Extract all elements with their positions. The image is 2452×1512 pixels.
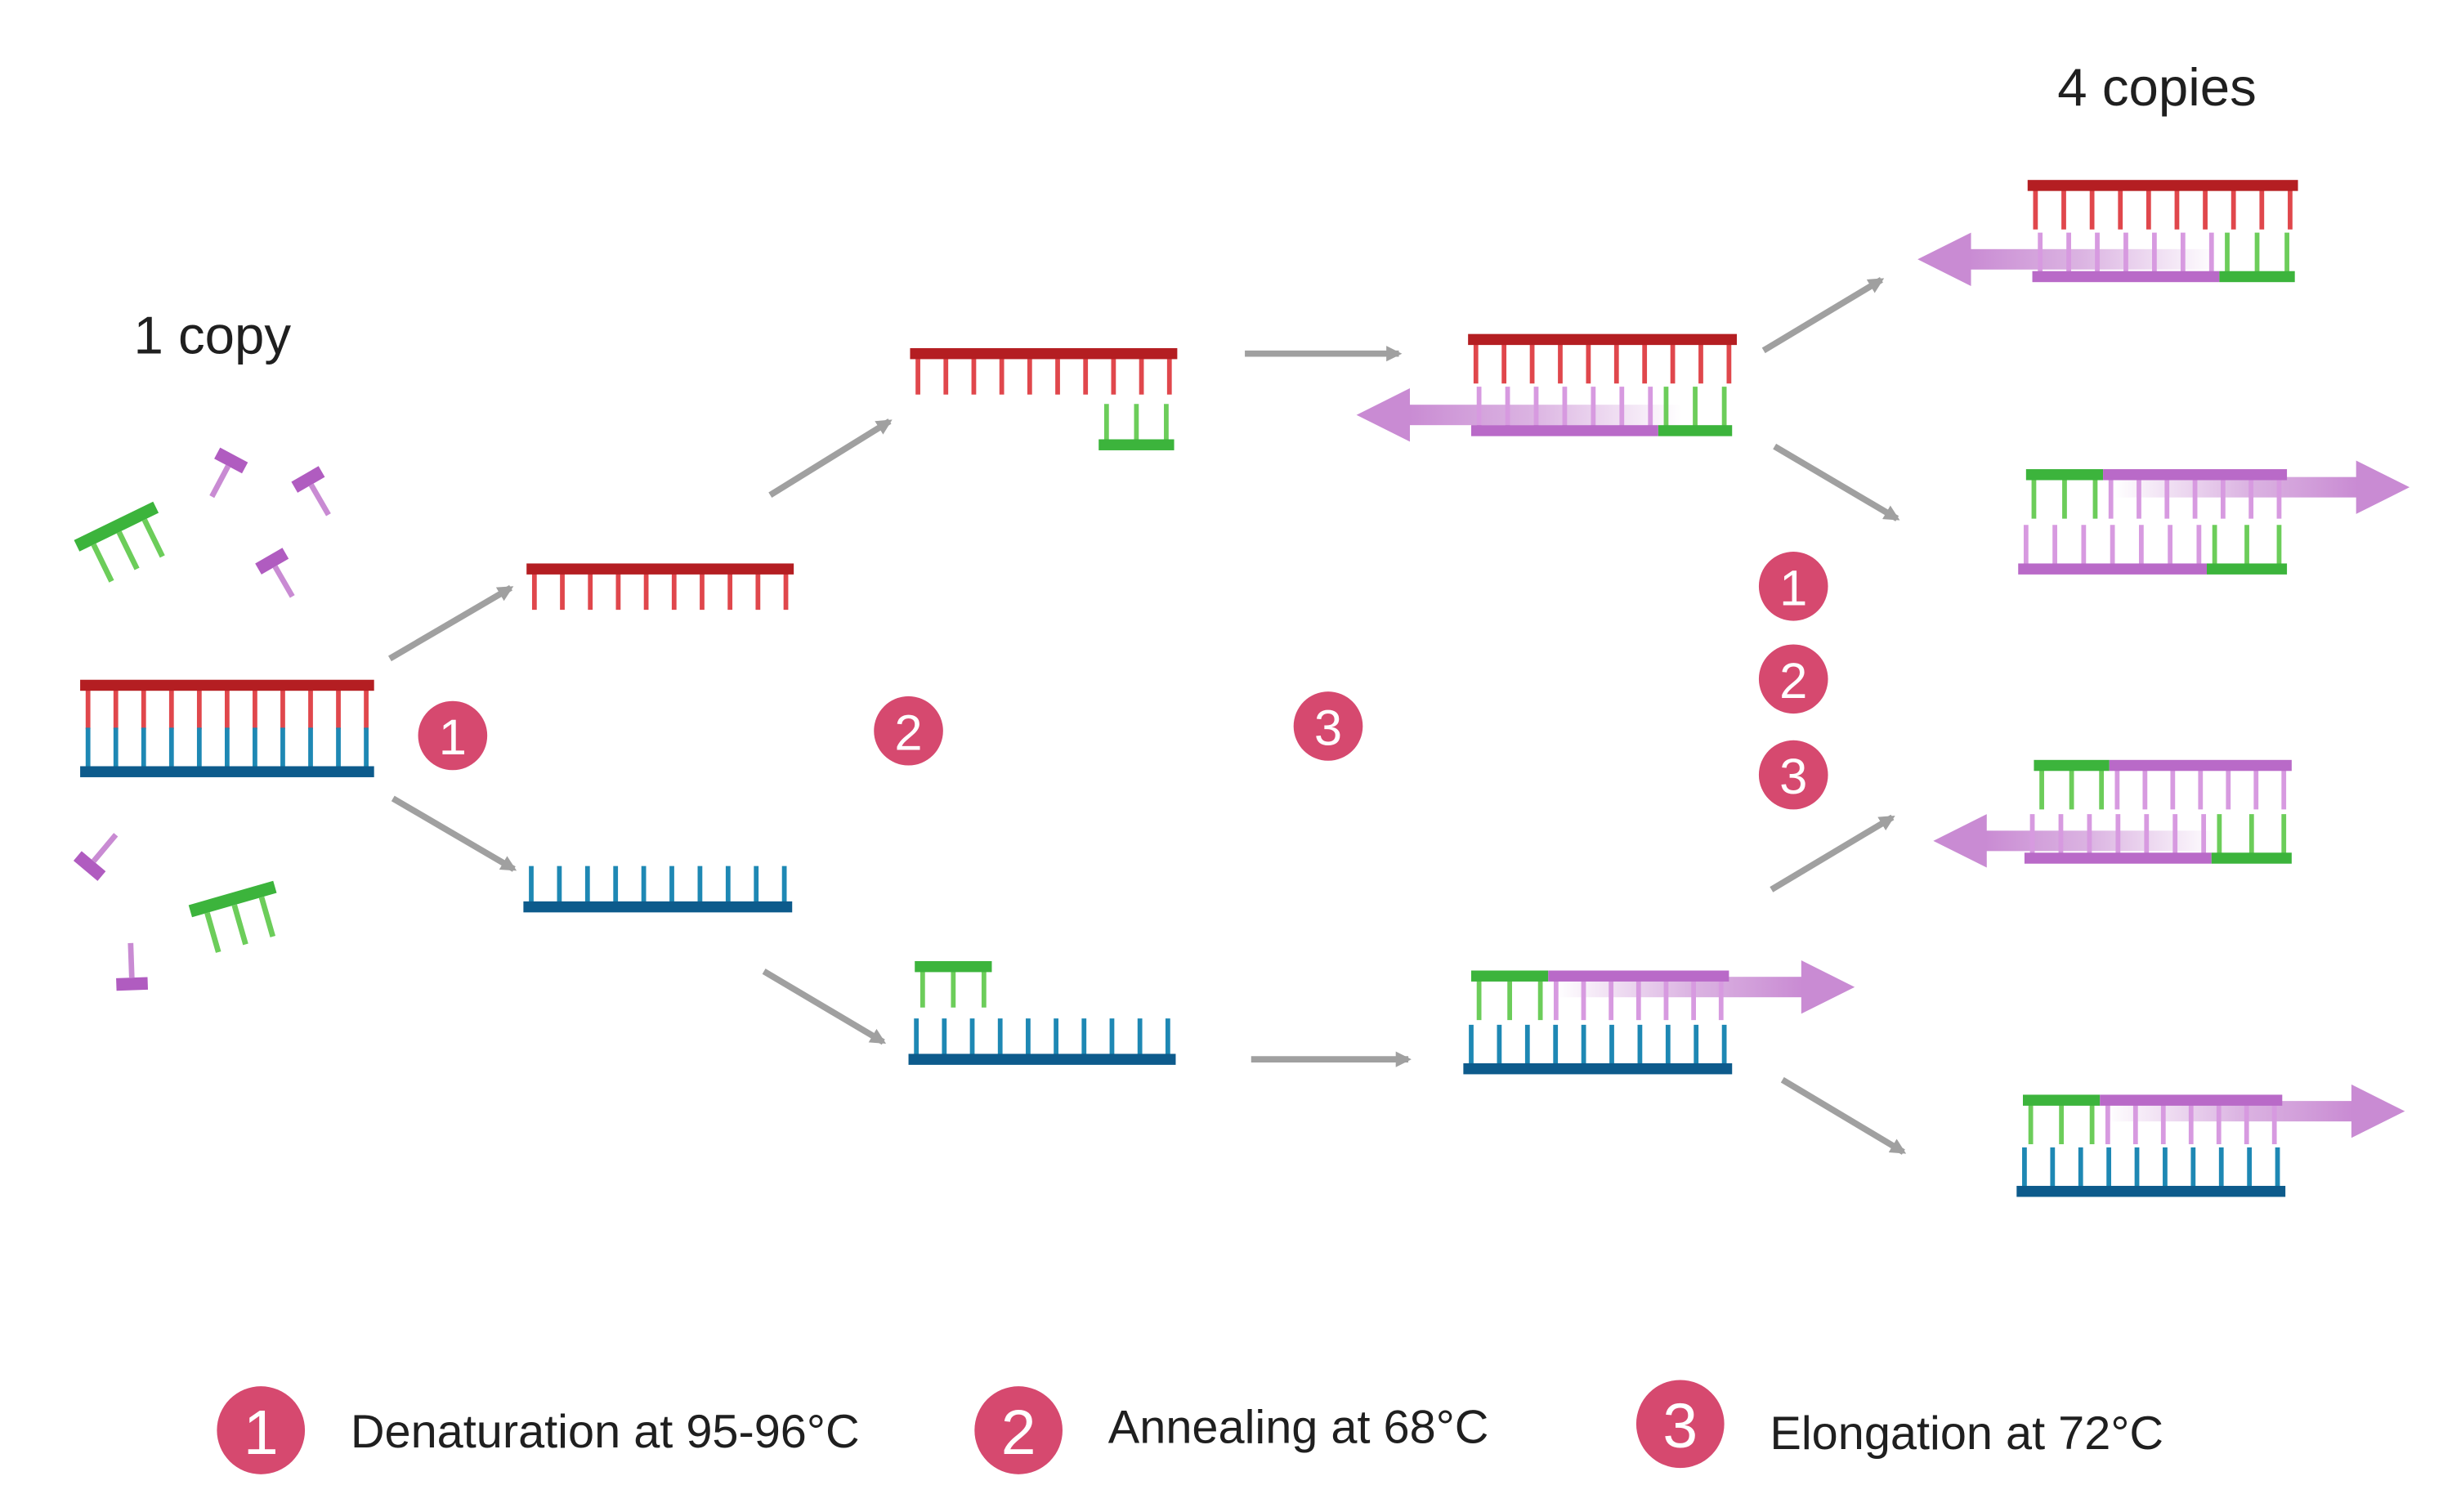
strand-red [1468, 333, 1737, 384]
process-arrows-layer [387, 277, 1907, 1155]
legend-step-2-text: Annealing at 68°C [1108, 1401, 1489, 1453]
legend-step-3-number: 3 [1662, 1391, 1698, 1461]
svg-text:3: 3 [1779, 749, 1807, 805]
nucleotide-5 [116, 942, 149, 991]
elongation-arrow-right [1555, 960, 1855, 1014]
template-top-strand [80, 679, 374, 730]
repeat-step-1-badge: 1 [1758, 552, 1828, 621]
svg-text:3: 3 [1314, 700, 1342, 757]
arrow-denature-bottom [391, 795, 517, 872]
copy-3 [1933, 759, 2292, 868]
legend-step-1: 1 Denaturation at 95-96°C [217, 1386, 860, 1474]
primer-green [2023, 1094, 2101, 1144]
svg-text:1: 1 [1779, 560, 1807, 616]
new-strand-purple [2018, 525, 2207, 575]
new-strand-purple [1548, 970, 1729, 1021]
legend-step-2: 2 Annealing at 68°C [974, 1386, 1488, 1474]
arrow-denature-top [387, 584, 514, 662]
step-1-badge: 1 [418, 700, 488, 771]
nucleotide-4 [73, 833, 119, 881]
primer-green [1471, 970, 1549, 1021]
primer-green [2025, 469, 2104, 519]
free-primers-nucleotides-layer [73, 447, 331, 991]
primer-green [2211, 814, 2292, 864]
step-3-badge: 3 [1293, 691, 1363, 761]
template-dna-double-strand [80, 679, 374, 777]
strand-red [526, 563, 794, 611]
legend-step-3: 3 Elongation at 72°C [1635, 1380, 2163, 1469]
strand-blue [523, 866, 793, 913]
new-strand-purple [2103, 469, 2288, 519]
arrow-copy-2 [1773, 443, 1900, 521]
arrow-anneal-bottom [762, 968, 887, 1045]
strand-blue [2016, 1147, 2286, 1197]
four-copies-label: 4 copies [2057, 57, 2257, 117]
denatured-top-strand [526, 563, 794, 611]
strand-blue [1463, 1024, 1733, 1075]
copy-2-arrow [2114, 460, 2410, 514]
step-2-badge: 2 [874, 696, 943, 766]
strand-red [2027, 180, 2298, 230]
arrow-copy-4 [1780, 1076, 1907, 1155]
legend-step-1-text: Denaturation at 95-96°C [351, 1406, 860, 1458]
free-primer-1 [74, 501, 165, 583]
primer-green [2034, 759, 2110, 810]
new-strand-purple [2109, 759, 2292, 810]
strand-blue [908, 1018, 1176, 1065]
new-strand-purple [1471, 387, 1658, 436]
repeat-step-3-badge: 3 [1758, 740, 1828, 810]
copy-3-arrow [1933, 814, 2217, 868]
template-bottom-strand [80, 727, 374, 777]
new-strand-purple [2100, 1094, 2283, 1144]
legend-step-1-number: 1 [244, 1398, 279, 1468]
annealed-top-template [910, 347, 1178, 450]
arrow-copy-1 [1761, 277, 1885, 354]
svg-text:1: 1 [439, 709, 467, 766]
legend-step-2-number: 2 [1001, 1398, 1036, 1468]
copy-2 [2018, 460, 2410, 575]
free-primer-2 [188, 880, 277, 953]
copy-4 [2016, 1084, 2405, 1197]
legend: 1 Denaturation at 95-96°C 2 Annealing at… [217, 1380, 2163, 1474]
arrow-copy-3 [1770, 814, 1895, 892]
elongating-top-product [1356, 333, 1737, 442]
primer-green [1658, 387, 1733, 436]
elongation-arrow-left [1356, 388, 1682, 442]
repeat-step-2-badge: 2 [1758, 644, 1828, 714]
one-copy-label: 1 copy [133, 306, 291, 365]
dna-strands-layer [80, 180, 2410, 1197]
arrow-anneal-top [768, 418, 893, 499]
new-strand-purple [2032, 232, 2220, 283]
elongating-bottom-product [1463, 960, 1855, 1075]
svg-text:2: 2 [894, 705, 922, 761]
nucleotide-3 [255, 548, 295, 598]
denatured-bottom-strand [523, 866, 793, 913]
copy-1-arrow [1917, 232, 2217, 286]
copy-4-arrow [2105, 1084, 2405, 1138]
legend-step-3-text: Elongation at 72°C [1770, 1407, 2163, 1460]
annealed-bottom-template [908, 960, 1176, 1065]
primer-green [1098, 404, 1175, 450]
copy-1 [1917, 180, 2298, 286]
svg-text:2: 2 [1779, 653, 1807, 709]
nucleotide-2 [291, 466, 331, 517]
nucleotide-1 [209, 447, 248, 499]
primer-green [915, 960, 992, 1008]
primer-green [2207, 525, 2288, 575]
new-strand-purple [2024, 814, 2212, 864]
primer-green [2219, 232, 2295, 283]
strand-red [910, 347, 1178, 395]
